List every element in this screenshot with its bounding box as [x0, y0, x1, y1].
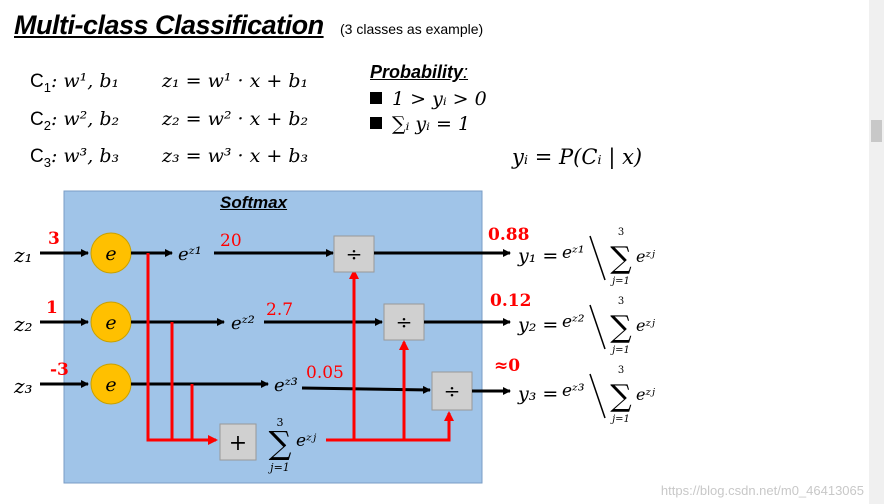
svg-text:eᶻ³: eᶻ³ [562, 381, 585, 401]
sum-lower: j=1 [267, 461, 290, 474]
svg-text:eᶻʲ: eᶻʲ [636, 316, 656, 335]
softmax-formula-1: y₁ = eᶻ¹ ∑ 3 j=1 eᶻʲ [517, 227, 656, 287]
input-z3: z₃ [13, 374, 33, 398]
svg-text:eᶻ¹: eᶻ¹ [562, 243, 585, 263]
class-1-def: C1: w¹, b₁ [30, 70, 120, 95]
divide-box-3 [431, 371, 473, 411]
vertical-scrollbar[interactable] [869, 0, 884, 504]
softmax-formula-2: y₂ = eᶻ² ∑ 3 j=1 eᶻʲ [517, 296, 656, 356]
exp-node-1-label: e [105, 243, 116, 265]
exp-label-2: eᶻ² [231, 313, 255, 334]
sum-term: eᶻʲ [296, 431, 317, 451]
divide-2-label: ÷ [396, 310, 413, 334]
input-z2: z₂ [13, 312, 33, 336]
input-value-1: 3 [48, 229, 60, 249]
class-3-def: C3: w³, b₃ [30, 145, 120, 170]
sum-upper: 3 [277, 416, 284, 429]
plus-box [219, 423, 257, 461]
page-subtitle: (3 classes as example) [340, 21, 484, 37]
svg-text:eᶻʲ: eᶻʲ [636, 247, 656, 266]
exp-value-3: 0.05 [306, 363, 344, 383]
scrollbar-thumb[interactable] [871, 120, 882, 142]
svg-text:y₂ =: y₂ = [517, 314, 558, 336]
class-3-eq: z₃ = w³ · x + b₃ [162, 145, 309, 167]
sum-to-div-3 [326, 411, 454, 442]
output-value-3: ≈0 [494, 356, 520, 376]
svg-text:eᶻ²: eᶻ² [562, 312, 585, 332]
divide-box-2 [383, 303, 425, 341]
exp-label-1: eᶻ¹ [178, 244, 202, 265]
plus-label: + [229, 431, 247, 456]
exp-label-3: eᶻ³ [274, 375, 298, 396]
sum-sigma: ∑ [269, 424, 292, 462]
svg-text:y₃ =: y₃ = [517, 383, 558, 405]
input-value-3: -3 [50, 360, 69, 380]
svg-text:3: 3 [618, 227, 624, 238]
output-value-2: 0.12 [490, 291, 531, 311]
divide-1-label: ÷ [346, 242, 363, 266]
svg-text:∑: ∑ [610, 379, 632, 414]
probability-heading: Probability: [370, 62, 469, 82]
class-2-eq: z₂ = w² · x + b₂ [162, 108, 309, 130]
class-2-def: C2: w², b₂ [30, 108, 120, 133]
softmax-label: Softmax [220, 193, 288, 212]
softmax-formula-3: y₃ = eᶻ³ ∑ 3 j=1 eᶻʲ [517, 365, 656, 425]
svg-text:y₁ =: y₁ = [517, 245, 558, 267]
page-title: Multi-class Classification [14, 10, 324, 40]
exp-value-2: 2.7 [266, 300, 293, 320]
bullet-square-icon [370, 117, 382, 129]
exp-node-2-label: e [105, 312, 116, 334]
value-arrow-3 [301, 385, 431, 394]
probability-item-2: ∑ᵢ yᵢ = 1 [370, 113, 470, 135]
svg-text:j=1: j=1 [610, 345, 630, 356]
svg-text:j=1: j=1 [610, 414, 630, 425]
watermark: https://blog.csdn.net/m0_46413065 [660, 483, 864, 498]
exp-value-1: 20 [220, 231, 242, 251]
bullet-square-icon [370, 92, 382, 104]
svg-text:∑: ∑ [610, 241, 632, 276]
input-value-2: 1 [46, 298, 58, 318]
probability-item-1: 1 > yᵢ > 0 [370, 88, 487, 110]
exp-node-3-label: e [105, 374, 116, 396]
svg-text:3: 3 [618, 365, 624, 376]
output-value-1: 0.88 [488, 225, 529, 245]
svg-text:3: 3 [618, 296, 624, 307]
class-1-eq: z₁ = w¹ · x + b₁ [162, 70, 309, 92]
input-z1: z₁ [13, 243, 33, 267]
svg-text:∑: ∑ [610, 310, 632, 345]
svg-text:eᶻʲ: eᶻʲ [636, 385, 656, 404]
svg-text:j=1: j=1 [610, 276, 630, 287]
divide-3-label: ÷ [444, 379, 461, 403]
posterior-formula: yᵢ = P(Cᵢ | x) [512, 145, 643, 169]
